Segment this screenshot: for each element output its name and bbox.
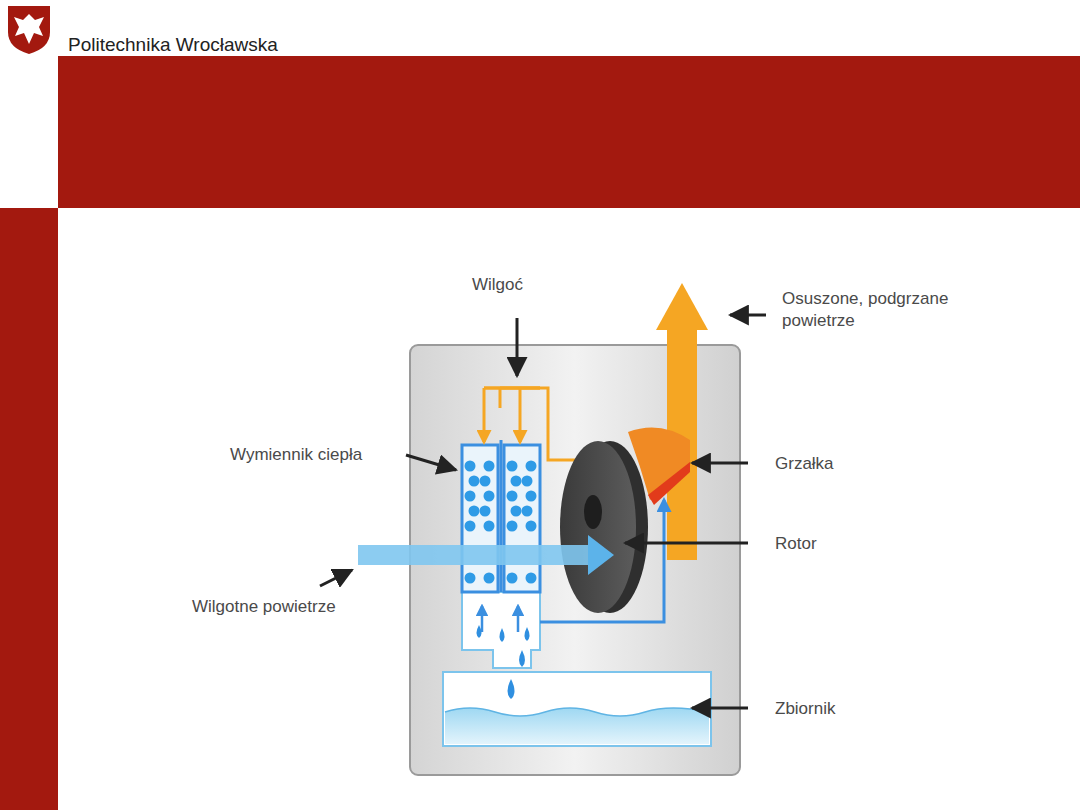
illustration-part: [519, 650, 525, 667]
illustration-part: [443, 672, 711, 746]
illustration-part: [519, 388, 522, 442]
desiccant-pellet: [480, 476, 491, 487]
illustration-part: [517, 606, 520, 632]
illustration-part: [588, 535, 614, 575]
desiccant-pellet: [526, 491, 537, 502]
water-tank: [443, 672, 711, 746]
callout-leaders: [320, 315, 766, 708]
illustration-part: [481, 606, 484, 632]
illustration-part: [692, 462, 748, 465]
desiccant-pellet: [522, 506, 533, 517]
illustration-part: [8, 6, 50, 54]
illustration-part: [625, 542, 748, 545]
illustration-part: [483, 388, 486, 442]
illustration-part: [406, 455, 456, 470]
illustration-part: [477, 625, 482, 638]
illustration-part: [500, 440, 503, 592]
illustration-part: [508, 679, 515, 699]
desiccant-pellet: [522, 476, 533, 487]
part-label: Rotor: [775, 533, 817, 555]
illustration-part: [358, 545, 590, 565]
illustration-part: [462, 592, 540, 668]
desiccant-pellet: [465, 521, 476, 532]
illustration-part: [499, 388, 502, 408]
desiccant-pellet: [526, 521, 537, 532]
desiccant-pellet: [480, 506, 491, 517]
illustration-part: [462, 445, 498, 592]
part-label: Wilgoć: [472, 274, 523, 296]
illustration-part: [14, 14, 44, 44]
part-label: Wymiennik ciepła: [230, 444, 362, 466]
desiccant-pellet: [469, 476, 480, 487]
illustration-part: [500, 388, 580, 460]
desiccant-pellet: [469, 506, 480, 517]
part-label: Zbiornik: [775, 698, 835, 720]
desiccant-pellet: [526, 461, 537, 472]
desiccant-pellet: [484, 491, 495, 502]
university-logo: [8, 6, 50, 54]
desiccant-pellet: [507, 521, 518, 532]
desiccant-pellet: [507, 491, 518, 502]
part-label: Grzałka: [775, 453, 834, 475]
illustration-part: [584, 495, 602, 529]
humid-air-arrow: [358, 535, 614, 575]
part-label: Osuszone, podgrzane powietrze: [782, 288, 992, 332]
desiccant-pellet: [484, 461, 495, 472]
illustration-part: [445, 708, 709, 744]
header-band: [58, 56, 1080, 208]
illustration-part: [560, 441, 636, 613]
rotor: [560, 441, 648, 613]
illustration-part: [500, 628, 505, 642]
desiccant-pellet: [465, 491, 476, 502]
desiccant-pellet: [526, 573, 537, 584]
illustration-part: [504, 445, 540, 592]
water-drops: [477, 625, 530, 699]
desiccant-pellet: [484, 521, 495, 532]
heater: [628, 283, 708, 560]
illustration-part: [525, 627, 530, 641]
illustration-part: [730, 314, 766, 317]
part-label: Wilgotne powietrze: [192, 596, 336, 618]
desiccant-pellet: [484, 573, 495, 584]
side-band: [0, 208, 58, 810]
desiccant-pellet: [507, 461, 518, 472]
illustration-part: [320, 570, 352, 586]
desiccant-pellet: [465, 573, 476, 584]
desiccant-pellet: [511, 476, 522, 487]
university-name: Politechnika Wrocławska: [68, 34, 278, 56]
illustration-part: [648, 462, 690, 505]
desiccant-pellet: [507, 573, 518, 584]
desiccant-pellet: [511, 506, 522, 517]
illustration-part: [445, 708, 709, 716]
illustration-part: [692, 707, 748, 710]
desiccant-pellet: [465, 461, 476, 472]
illustration-part: [656, 283, 708, 330]
illustration-part: [516, 318, 519, 376]
